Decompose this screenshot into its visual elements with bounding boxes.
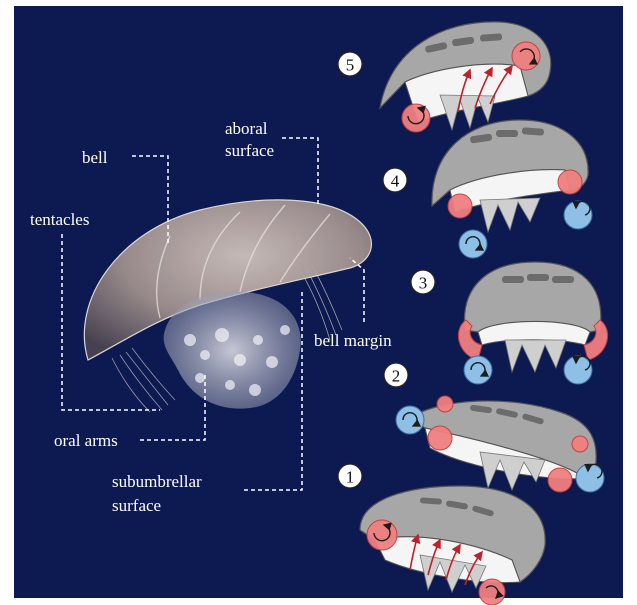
stage-3-schematic: 3 bbox=[411, 262, 608, 384]
step-number-5: 5 bbox=[346, 56, 355, 75]
label-bell: bell bbox=[82, 148, 108, 167]
step-number-4: 4 bbox=[391, 172, 400, 191]
stage-5-schematic: 5 bbox=[338, 22, 551, 132]
label-aboral-line1: aboral bbox=[225, 119, 268, 138]
step-number-3: 3 bbox=[419, 274, 428, 293]
jellyfish-photo bbox=[84, 200, 371, 412]
label-tentacles: tentacles bbox=[30, 210, 89, 229]
stage-4-schematic: 4 bbox=[383, 120, 592, 258]
label-oral-arms: oral arms bbox=[54, 431, 118, 450]
label-subumbrellar-line1: subumbrellar bbox=[112, 472, 202, 491]
step-number-1: 1 bbox=[346, 468, 355, 487]
label-bell-margin: bell margin bbox=[314, 331, 392, 350]
jellyfish-oral-arms bbox=[164, 292, 301, 409]
label-subumbrellar-line2: surface bbox=[112, 496, 161, 515]
label-aboral-line2: surface bbox=[225, 141, 274, 160]
step-number-2: 2 bbox=[392, 367, 401, 386]
leader-aboral bbox=[282, 138, 318, 205]
